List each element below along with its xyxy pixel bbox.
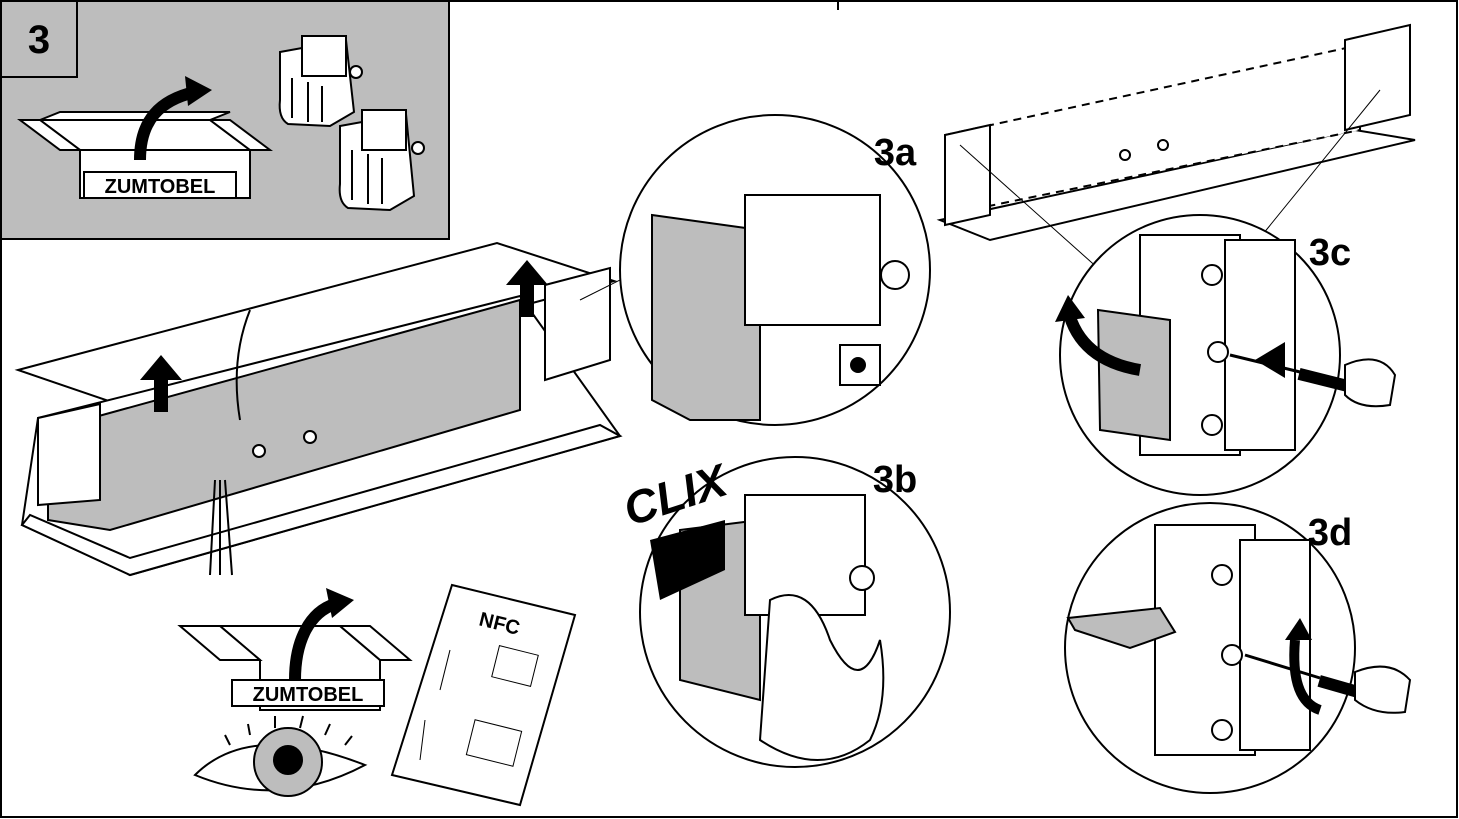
substep-3c-label: 3c <box>1309 232 1351 274</box>
substep-3b-label: 3b <box>873 459 917 501</box>
accessory-panel: 3 ZUMTOBEL <box>0 0 450 240</box>
detail-3d: 3d <box>1064 502 1412 794</box>
arrow-icon <box>1289 639 1322 715</box>
step-number-box <box>0 0 78 78</box>
hand-icon <box>1344 358 1397 408</box>
hand-icon <box>1354 665 1412 714</box>
eye-icon <box>193 715 368 797</box>
hand-icon <box>758 594 885 761</box>
brand-label-lower: ZUMTOBEL <box>253 684 364 706</box>
substep-3d-label: 3d <box>1308 512 1352 554</box>
arrow-icon <box>134 76 212 161</box>
arrow-icon <box>650 520 725 600</box>
substep-3a-label: 3a <box>874 132 917 174</box>
arrow-icon <box>289 588 354 681</box>
detail-3a: 3a <box>619 114 931 426</box>
luminaire-top-right <box>936 23 1416 271</box>
detail-3c: 3c <box>1055 214 1397 496</box>
clip-bracket-1 <box>278 35 363 128</box>
brand-label: ZUMTOBEL <box>105 176 216 198</box>
step-number: 3 <box>28 18 50 62</box>
clip-bracket-2 <box>338 109 425 212</box>
arrow-icon <box>140 260 548 412</box>
arrow-icon <box>1062 308 1142 376</box>
document-icon: NFC <box>390 583 577 807</box>
screwdriver-icon <box>1229 353 1354 394</box>
